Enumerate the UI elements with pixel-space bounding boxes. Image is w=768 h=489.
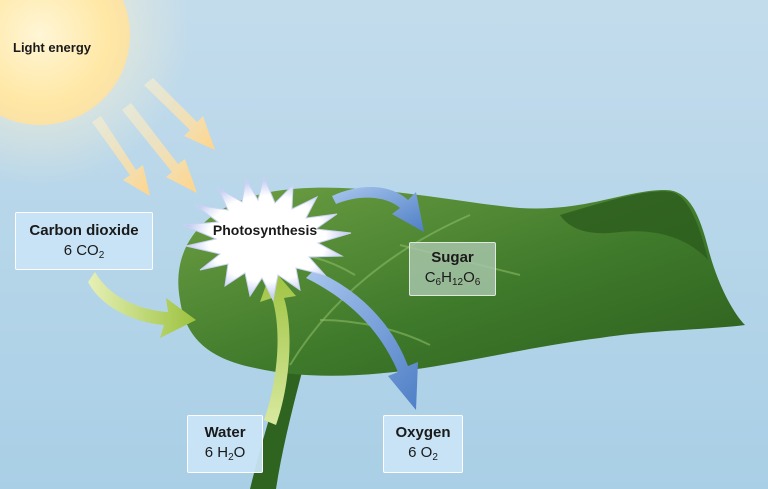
co2-symbol: CO (76, 242, 99, 259)
light-energy-label: Light energy (13, 40, 91, 55)
water-title: Water (188, 424, 262, 442)
oxygen-title: Oxygen (384, 424, 462, 442)
co2-subscript: 2 (99, 250, 105, 261)
oxygen-box: Oxygen 6 O2 (383, 415, 463, 473)
sugar-h-subscript: 12 (452, 277, 463, 288)
oxygen-symbol: O (421, 444, 433, 461)
water-o-symbol: O (234, 444, 246, 461)
sugar-box: Sugar C6H12O6 (409, 242, 496, 296)
photosynthesis-label: Photosynthesis (200, 222, 330, 238)
sugar-formula: C6H12O6 (410, 269, 495, 292)
sugar-o-symbol: O (463, 269, 475, 286)
sugar-title: Sugar (410, 249, 495, 267)
carbon-dioxide-box: Carbon dioxide 6 CO2 (15, 212, 153, 270)
water-formula: 6 H2O (188, 444, 262, 467)
water-box: Water 6 H2O (187, 415, 263, 473)
sugar-h-symbol: H (441, 269, 452, 286)
sugar-o-subscript: 6 (475, 277, 481, 288)
sugar-c-symbol: C (425, 269, 436, 286)
oxygen-coefficient: 6 (408, 444, 416, 461)
water-coefficient: 6 (205, 444, 213, 461)
oxygen-subscript: 2 (432, 452, 438, 463)
carbon-dioxide-formula: 6 CO2 (16, 242, 152, 265)
water-h-symbol: H (217, 444, 228, 461)
co2-coefficient: 6 (64, 242, 72, 259)
carbon-dioxide-title: Carbon dioxide (16, 222, 152, 240)
oxygen-formula: 6 O2 (384, 444, 462, 467)
